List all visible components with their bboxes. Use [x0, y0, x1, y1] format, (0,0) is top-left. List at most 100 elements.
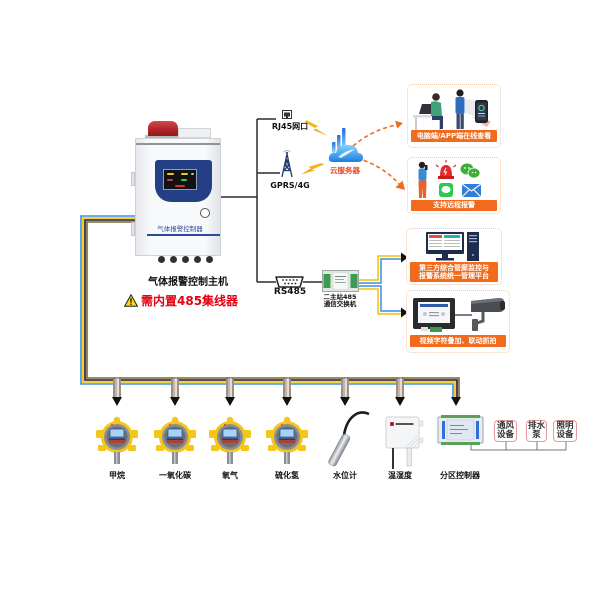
online-view-illustration: [413, 89, 491, 130]
panel-management-platform: 第三方综合管廊监控与 报警系统统一管理平台: [406, 228, 502, 285]
water-level-sensor-icon: [328, 411, 370, 467]
arrow-down-icon: [170, 397, 180, 406]
arrow-down-icon: [451, 397, 461, 406]
arrow-to-video-panel: [401, 307, 408, 318]
bus-drop: [396, 378, 404, 397]
screen-status-bar: [175, 185, 185, 187]
switch-wire-yellow-bottom: [358, 288, 401, 315]
cable-gland: [194, 256, 201, 263]
arrow-down-icon: [395, 397, 405, 406]
cable-gland: [158, 256, 165, 263]
sensor-label-temp-humidity: 温湿度: [388, 471, 412, 480]
panel-video-overlay-label: 视频字符叠加、联动抓拍: [410, 335, 506, 347]
equipment-label-line1: 排水: [527, 420, 545, 431]
hydrogen-sulfide-detector-icon: [265, 416, 309, 464]
switch-label-line1: 二主站485: [323, 293, 357, 301]
equipment-label-line2: 设备: [556, 430, 574, 440]
sensor-label-partition-controller: 分区控制器: [440, 471, 480, 480]
bus-drop: [283, 378, 291, 397]
ethernet-port-icon: [282, 110, 292, 119]
cloud-server-icon: [328, 128, 363, 162]
warning-triangle-icon: [124, 294, 138, 307]
bus-wire-brown: [86, 221, 460, 397]
wechat-icon: [460, 163, 481, 179]
rj45-label: RJ45网口: [271, 122, 309, 131]
platform-label-line2: 报警系统统一管理平台: [419, 272, 489, 280]
equipment-wire: [470, 443, 566, 451]
switch-wire-blue-bottom: [358, 285, 401, 312]
cable-gland: [170, 256, 177, 263]
controller-knob-icon: [200, 208, 210, 218]
equipment-label-line1: 通风: [496, 420, 514, 431]
partition-controller-icon: [437, 415, 484, 445]
bus-drop-gap: [113, 379, 121, 397]
panel-online-view-label: 电脑端/APP端在线查看: [411, 130, 497, 142]
panel-remote-alarm-label: 支持远程报警: [411, 200, 497, 211]
bus-drop-gap: [396, 379, 404, 397]
cloud-to-alarm-arrow: [356, 157, 400, 185]
serial-port-icon: [275, 276, 304, 288]
bus-drop: [113, 378, 121, 397]
panel-remote-alarm: 支持远程报警: [407, 157, 501, 214]
cloud-server-label: 云服务器: [330, 166, 360, 175]
cable-gland: [182, 256, 189, 263]
cell-tower-icon: [281, 150, 293, 178]
rs485-switch-icon: [322, 270, 359, 292]
bus-drop-gap: [283, 379, 291, 397]
wireless-bolt-icon: [301, 163, 324, 175]
mounting-bracket: [178, 128, 211, 138]
warning-row: 需内置485集线器: [124, 292, 238, 309]
cabinet-hinge: [131, 222, 135, 236]
bus-drop-gap: [226, 379, 234, 397]
equipment-label-line1: 照明: [556, 420, 574, 431]
cabinet-hinge: [131, 172, 135, 186]
sensor-label-hydrogen-sulfide: 硫化氢: [275, 471, 299, 480]
panel-online-view: 电脑端/APP端在线查看: [407, 84, 501, 148]
platform-label-line1: 第三方综合管廊监控与: [419, 263, 489, 272]
cloud-to-app-arrow: [352, 124, 397, 147]
controller-title: 气体报警控制主机: [148, 277, 228, 288]
sensor-label-water-level: 水位计: [333, 471, 357, 480]
screen-reading: [191, 173, 194, 175]
cloud-to-app-arrowhead: [395, 120, 403, 129]
bus-wire-yellow: [82, 217, 456, 397]
controller-device-label: 气体报警控制器: [157, 225, 203, 233]
sensor-label-carbon-monoxide: 一氧化碳: [159, 471, 191, 480]
switch-label: 二主站485 通信交换机: [312, 293, 368, 309]
desktop-computer-icon: [426, 232, 479, 261]
bus-drops: [112, 378, 461, 406]
screen-reading: [181, 179, 187, 181]
gprs-label: GPRS/4G: [270, 181, 310, 190]
switch-label-line2: 通信交换机: [323, 300, 357, 309]
equipment-drain-pump: 排水 泵: [526, 420, 547, 442]
desk-user-icon: [413, 93, 443, 130]
screen-reading: [167, 173, 174, 175]
carbon-monoxide-detector-icon: [153, 416, 197, 464]
bus-drop-gap: [171, 379, 179, 397]
sensor-label-methane: 甲烷: [109, 471, 125, 480]
alarm-light-icon: [148, 121, 178, 136]
screen-reading: [167, 179, 173, 181]
panel-video-overlay: 视频字符叠加、联动抓拍: [406, 290, 510, 353]
temperature-humidity-sensor-icon: [385, 416, 424, 469]
controller-screen: [163, 169, 197, 190]
arrow-down-icon: [225, 397, 235, 406]
remote-alarm-illustration: [418, 160, 482, 198]
arrow-to-platform-panel: [401, 252, 408, 263]
switch-output-wires: [358, 255, 401, 315]
screen-reading: [181, 173, 188, 175]
methane-detector-icon: [95, 416, 139, 464]
arrow-down-icon: [112, 397, 122, 406]
warning-text: 需内置485集线器: [141, 294, 239, 308]
cable-gland: [206, 256, 213, 263]
sensor-label-oxygen: 氧气: [222, 471, 238, 480]
bus-drop: [341, 378, 349, 397]
alarm-light-base: [145, 135, 181, 138]
equipment-lighting: 照明 设备: [553, 420, 577, 442]
panel-management-platform-label: 第三方综合管廊监控与 报警系统统一管理平台: [410, 262, 498, 282]
surveillance-camera-icon: [471, 298, 505, 331]
character-overlay-device-icon: [413, 298, 455, 332]
bus-drop-gap: [341, 379, 349, 397]
cabinet-top-strip: [136, 143, 220, 145]
